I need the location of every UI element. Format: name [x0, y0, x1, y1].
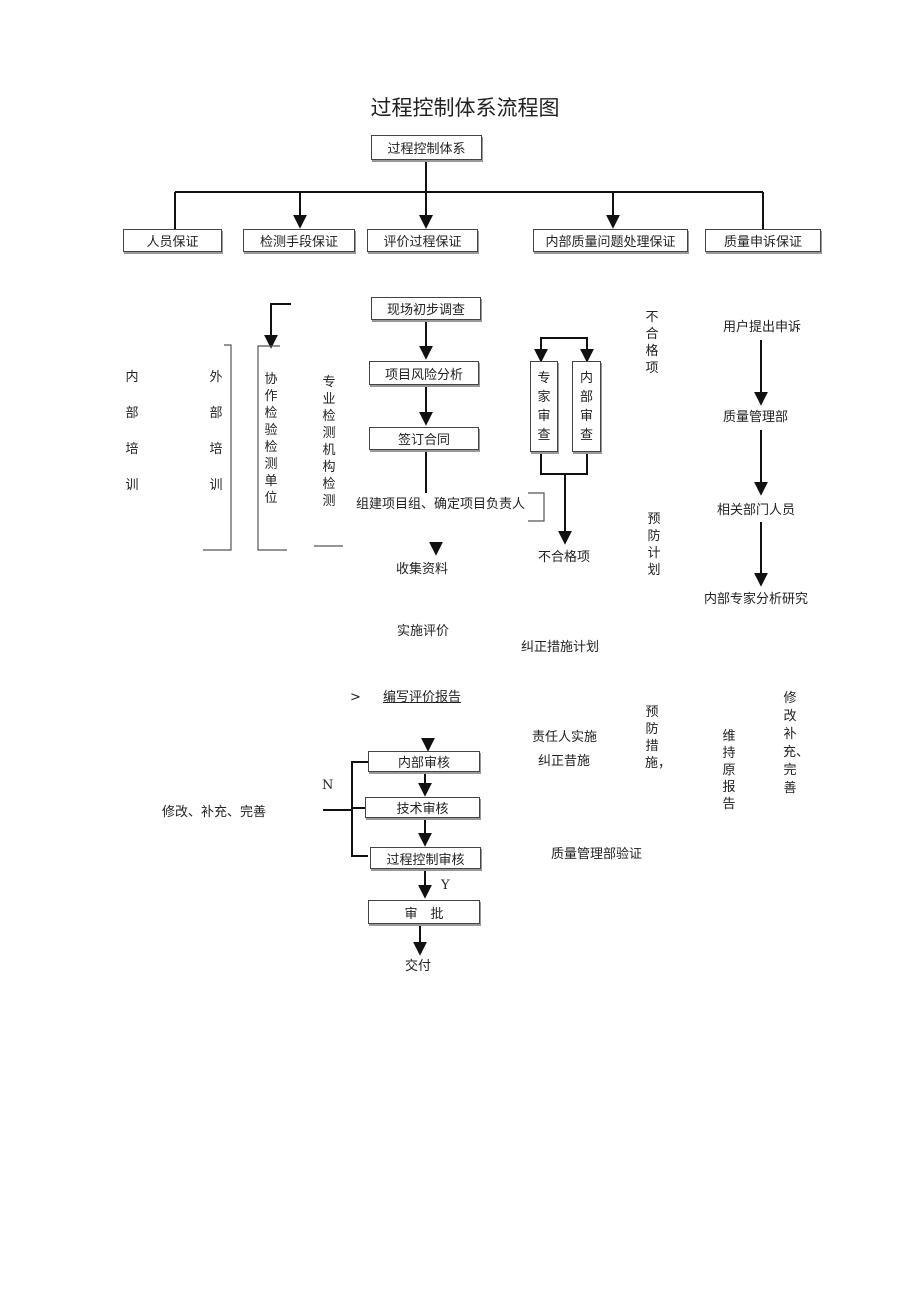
verification-text: 质量管理部验证 — [551, 847, 643, 862]
professional-agency-text: 专业检测机构检测 — [322, 375, 336, 509]
root-box: 过程控制体系 — [371, 135, 482, 160]
nonconforming-side-text: 不合格项 — [645, 310, 659, 376]
implement-text: 实施评价 — [397, 624, 450, 639]
internal-audit-label: 内部审核 — [397, 756, 450, 771]
internal-training-text: 内部培训 — [125, 370, 139, 493]
delivery-text: 交付 — [405, 959, 432, 974]
cooperation-unit-text: 协作检验检测单位 — [264, 372, 278, 506]
internal-review-box: 内部审查 — [572, 361, 601, 452]
responsible-implement-text: 责任人实施 — [532, 730, 598, 745]
prevention-measures-text: 预防措施， — [645, 705, 672, 771]
site-survey-box: 现场初步调查 — [371, 297, 481, 320]
risk-analysis-box: 项目风险分析 — [369, 361, 479, 385]
internal-audit-box: 内部审核 — [368, 751, 480, 772]
approval-label: 审 批 — [404, 906, 444, 922]
expert-analysis-text: 内部专家分析研究 — [704, 592, 809, 607]
branch-complaint: 质量申诉保证 — [705, 229, 821, 252]
revise-report-text: 修改补充、完善 — [783, 691, 810, 796]
branch-internal-quality-label: 内部质量问题处理保证 — [545, 235, 676, 250]
revise-text: 修改、补充、完善 — [162, 805, 267, 820]
branch-internal-quality: 内部质量问题处理保证 — [533, 229, 688, 252]
root-label: 过程控制体系 — [387, 142, 466, 157]
collect-data-text: 收集资料 — [396, 562, 449, 577]
related-staff-text: 相关部门人员 — [717, 503, 796, 518]
nonconforming-text: 不合格项 — [538, 550, 591, 565]
site-survey-label: 现场初步调查 — [386, 303, 465, 318]
internal-review-label: 内部审查 — [579, 370, 593, 443]
risk-analysis-label: 项目风险分析 — [384, 367, 463, 383]
technical-audit-box: 技术审核 — [365, 797, 480, 818]
user-complaint-text: 用户提出申诉 — [723, 320, 802, 335]
branch-detection-label: 检测手段保证 — [259, 235, 338, 250]
build-team-text: 组建项目组、确定项目负责人 — [356, 497, 526, 512]
branch-personnel-label: 人员保证 — [146, 235, 199, 250]
sign-contract-box: 签订合同 — [369, 427, 479, 450]
write-report-mark: > — [350, 690, 361, 705]
branch-personnel: 人员保证 — [123, 229, 222, 252]
no-label: N — [322, 778, 334, 793]
expert-review-label: 专家审查 — [537, 370, 551, 443]
branch-detection: 检测手段保证 — [243, 229, 355, 252]
external-training-text: 外部培训 — [209, 370, 223, 493]
approval-box: 审 批 — [368, 900, 480, 924]
keep-report-text: 维持原报告 — [722, 729, 736, 812]
branch-complaint-label: 质量申诉保证 — [723, 235, 802, 250]
branch-evaluation-label: 评价过程保证 — [383, 235, 462, 250]
corrective-measures-text: 纠正昔施 — [538, 754, 591, 769]
quality-dept-text: 质量管理部 — [723, 410, 789, 425]
process-audit-label: 过程控制审核 — [386, 852, 465, 868]
yes-label: Y — [441, 878, 450, 893]
technical-audit-label: 技术审核 — [396, 802, 449, 817]
prevention-plan-text: 预防计划 — [647, 512, 661, 578]
sign-contract-label: 签订合同 — [397, 433, 450, 448]
write-report-text: 编写评价报告 — [383, 690, 462, 705]
branch-evaluation: 评价过程保证 — [367, 229, 478, 252]
process-audit-box: 过程控制审核 — [370, 847, 481, 869]
page-title: 过程控制体系流程图 — [370, 96, 560, 120]
expert-review-box: 专家审查 — [530, 361, 558, 452]
corrective-plan-text: 纠正措施计划 — [521, 640, 600, 655]
